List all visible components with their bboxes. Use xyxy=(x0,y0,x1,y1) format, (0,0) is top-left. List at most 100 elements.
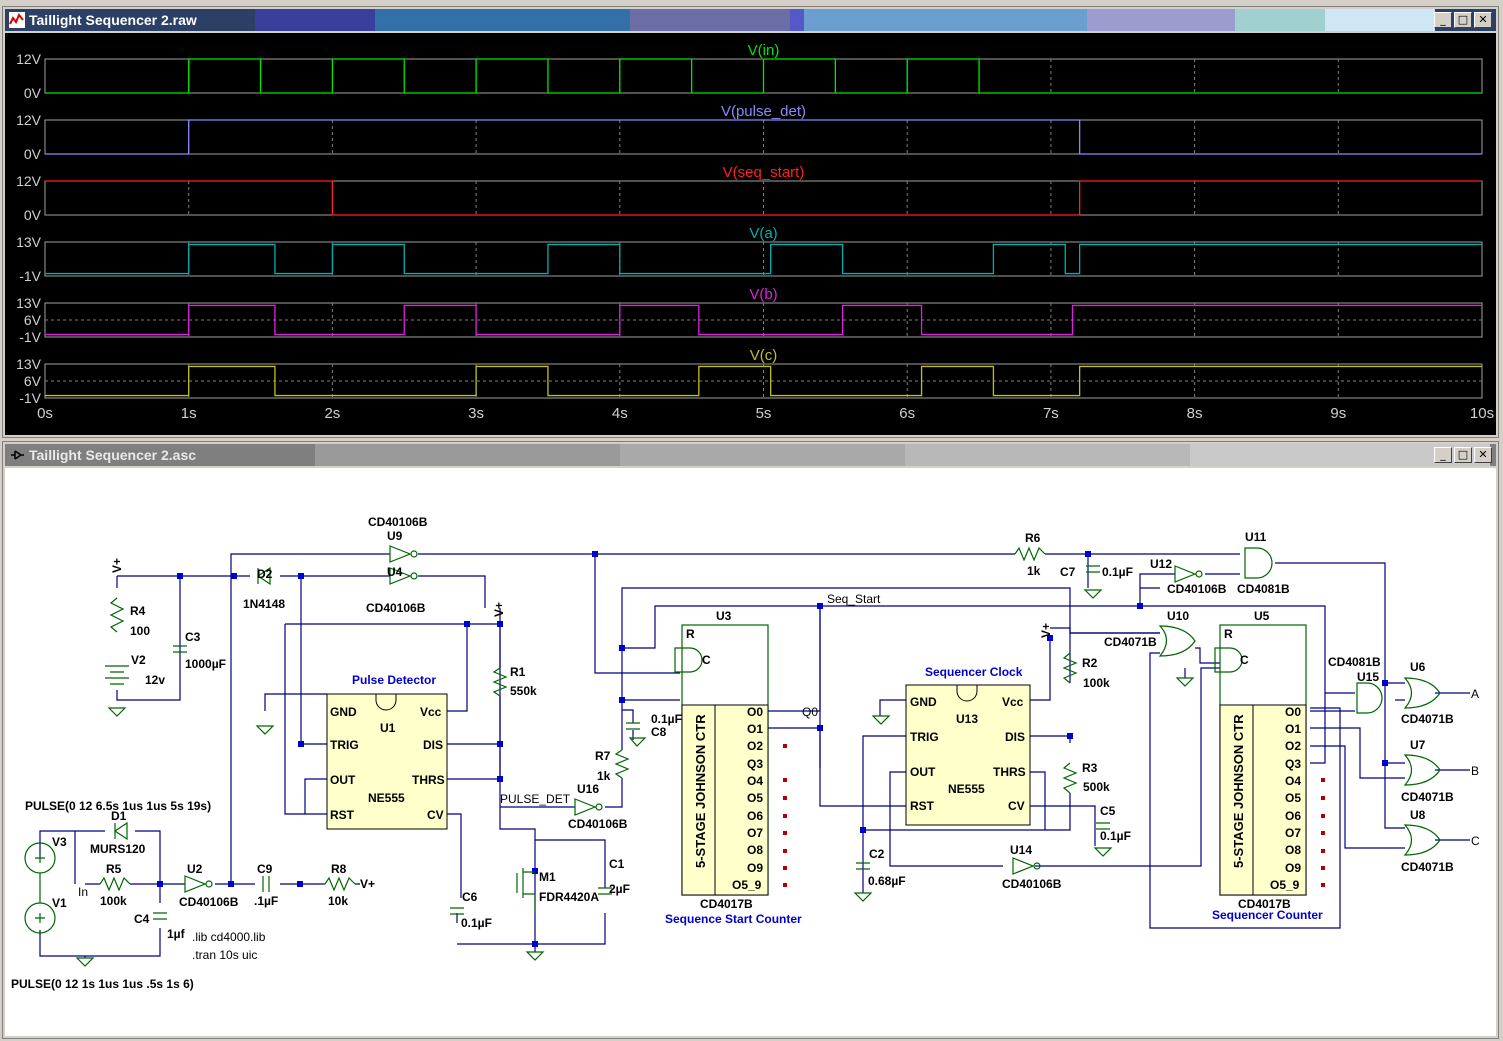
label-u16: U16 xyxy=(577,782,599,796)
label-u10-type: CD4071B xyxy=(1104,635,1157,649)
label-d2: D2 xyxy=(257,567,273,581)
y-tick-label: 12V xyxy=(16,173,42,189)
label-u13-ne555: NE555 xyxy=(948,782,985,796)
label-johnson-u3: 5-STAGE JOHNSON CTR xyxy=(693,714,708,868)
plot-pane-frame xyxy=(44,302,1483,338)
label-vplus-1: V+ xyxy=(110,558,124,573)
minimize-button[interactable]: _ xyxy=(1434,12,1452,28)
schematic-app-icon xyxy=(11,450,24,460)
pin-vcc-u1: Vcc xyxy=(420,705,442,719)
waveform-window-title: Taillight Sequencer 2.raw xyxy=(29,12,197,28)
ne555-u1 xyxy=(326,693,448,830)
label-m1: M1 xyxy=(539,870,556,884)
label-c5: C5 xyxy=(1100,804,1116,818)
pin-gnd-u1: GND xyxy=(330,705,357,719)
trace-label[interactable]: V(c) xyxy=(750,347,778,364)
label-r6-val: 1k xyxy=(1027,564,1041,578)
maximize-button[interactable]: □ xyxy=(1454,12,1472,28)
trace-label[interactable]: V(pulse_det) xyxy=(721,103,806,120)
label-tran: .tran 10s uic xyxy=(192,948,257,962)
label-u8-type: CD4071B xyxy=(1401,860,1454,874)
pin-rst-u1: RST xyxy=(330,808,355,822)
close-button[interactable]: ✕ xyxy=(1474,447,1492,463)
pin-c-u5: C xyxy=(1240,653,1249,667)
label-v3: V3 xyxy=(52,835,67,849)
label-d1: D1 xyxy=(111,809,127,823)
x-tick-label: 8s xyxy=(1187,405,1203,422)
trace-va xyxy=(45,243,1482,275)
trace-label[interactable]: V(a) xyxy=(749,225,777,242)
junction-dots xyxy=(157,551,1388,947)
pin-o1-u5: O1 xyxy=(1285,722,1301,736)
label-v1: V1 xyxy=(52,896,67,910)
pin-thrs-u13: THRS xyxy=(993,765,1026,779)
ne555-u13 xyxy=(905,684,1031,826)
label-u2-type: CD40106B xyxy=(179,895,239,909)
pin-o2-u3: O2 xyxy=(747,739,763,753)
schematic-titlebar[interactable]: Taillight Sequencer 2.asc _ □ ✕ xyxy=(5,444,1496,466)
pin-trig-u1: TRIG xyxy=(330,738,359,752)
x-tick-label: 0s xyxy=(37,405,53,422)
label-u7: U7 xyxy=(1410,738,1426,752)
pin-vcc-u13: Vcc xyxy=(1002,695,1024,709)
pin-o8-u5: O8 xyxy=(1285,843,1301,857)
x-tick-label: 6s xyxy=(899,405,915,422)
label-r5: R5 xyxy=(106,862,122,876)
unconnected-pins xyxy=(783,744,1325,887)
schematic-window-title: Taillight Sequencer 2.asc xyxy=(29,447,197,463)
trace-vin xyxy=(45,58,1482,94)
label-pulse-detector: Pulse Detector xyxy=(352,673,436,687)
minimize-button[interactable]: _ xyxy=(1434,447,1452,463)
label-u14: U14 xyxy=(1010,843,1032,857)
trace-label[interactable]: V(seq_start) xyxy=(723,164,805,181)
x-tick-label: 1s xyxy=(181,405,197,422)
label-c8: C8 xyxy=(651,725,667,739)
trace-label[interactable]: V(b) xyxy=(749,286,777,303)
label-r2: R2 xyxy=(1082,656,1098,670)
trace-label[interactable]: V(in) xyxy=(748,42,780,59)
label-m1-type: FDR4420A xyxy=(539,890,599,904)
pin-o5-u5: O5 xyxy=(1285,791,1301,805)
pin-o8-u3: O8 xyxy=(747,843,763,857)
maximize-button[interactable]: □ xyxy=(1454,447,1472,463)
label-u1: U1 xyxy=(380,721,396,735)
label-u3: U3 xyxy=(716,609,732,623)
pin-o4-u5: O4 xyxy=(1285,774,1301,788)
label-u14-type: CD40106B xyxy=(1002,877,1062,891)
pin-cv-u1: CV xyxy=(427,808,444,822)
label-u16-type: CD40106B xyxy=(568,817,628,831)
schematic-canvas[interactable]: CD40106B U9 U4 CD40106B D2 1N4148 V+ V+ … xyxy=(5,468,1496,1036)
y-tick-label: 0V xyxy=(24,146,42,162)
pin-gnd-u13: GND xyxy=(910,695,937,709)
y-tick-label: 0V xyxy=(24,207,42,223)
label-c6: C6 xyxy=(462,890,478,904)
waveform-app-icon xyxy=(9,12,25,28)
label-u6-type: CD4071B xyxy=(1401,712,1454,726)
trace-vpulse_det xyxy=(45,119,1482,155)
label-in-net: In xyxy=(78,885,88,899)
pin-r-u5: R xyxy=(1224,627,1233,641)
label-u3-type: CD4017B xyxy=(700,897,753,911)
waveform-titlebar[interactable]: Taillight Sequencer 2.raw _ □ ✕ xyxy=(5,9,1496,31)
pin-q3-u3: Q3 xyxy=(747,757,763,771)
pin-o7-u3: O7 xyxy=(747,826,763,840)
pin-dis-u1: DIS xyxy=(423,738,443,752)
label-c8-val: 0.1µF xyxy=(651,712,682,726)
x-tick-label: 7s xyxy=(1043,405,1059,422)
label-vplus-2: V+ xyxy=(492,602,506,617)
label-c3: C3 xyxy=(185,630,201,644)
pin-o5-u3: O5 xyxy=(747,791,763,805)
pin-o0-u5: O0 xyxy=(1285,705,1301,719)
pin-r-u3: R xyxy=(686,627,695,641)
label-out-b: B xyxy=(1471,764,1479,778)
label-d2-type: 1N4148 xyxy=(243,597,285,611)
y-tick-label: 6V xyxy=(24,373,42,389)
close-button[interactable]: ✕ xyxy=(1474,12,1492,28)
pin-o2-u5: O2 xyxy=(1285,739,1301,753)
y-tick-label: 13V xyxy=(16,356,42,372)
y-tick-label: 13V xyxy=(16,295,42,311)
label-u12-type: CD40106B xyxy=(1167,582,1227,596)
label-r8-vplus: V+ xyxy=(360,877,375,891)
components xyxy=(24,545,1441,967)
